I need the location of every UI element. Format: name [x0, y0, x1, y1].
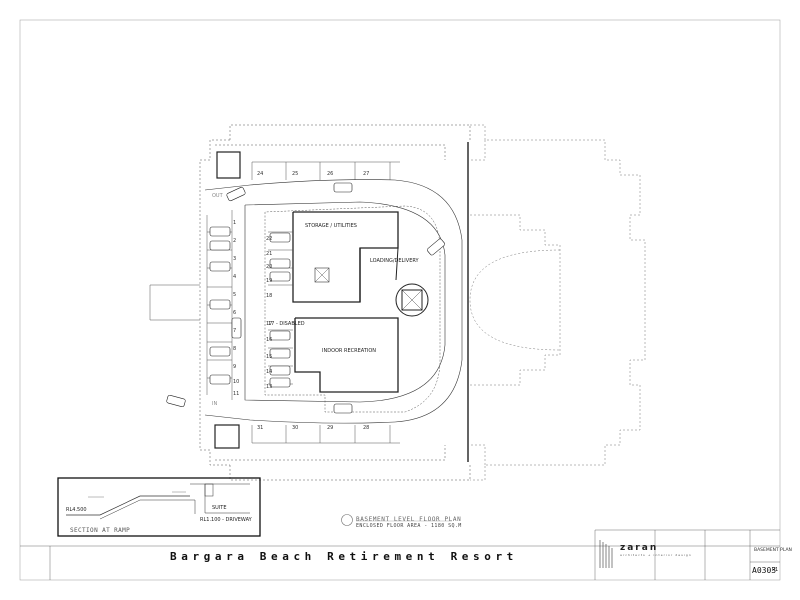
label-out: OUT — [212, 193, 223, 199]
firm-tagline: architects + interior design — [620, 553, 692, 557]
corner-stair-nw — [216, 151, 241, 179]
plan-title: BASEMENT LEVEL FLOOR PLAN — [356, 516, 462, 523]
lift-shaft — [314, 267, 330, 283]
plan-title-marker — [341, 514, 353, 526]
bay-number: 3 — [233, 256, 237, 262]
room-label-recreation: INDOOR RECREATION — [322, 348, 376, 354]
bay-number: 25 — [292, 171, 299, 177]
bay-number: 5 — [233, 292, 237, 298]
bay-number: 26 — [327, 171, 334, 177]
driveway-loop — [204, 179, 463, 424]
bay-number: 7 — [233, 328, 237, 334]
section-rl-bottom: RL1.100 - DRIVEWAY — [200, 517, 252, 523]
drawing-number: A0303 — [752, 566, 777, 575]
bay-number: 17 — [266, 321, 273, 327]
left-block-outline — [199, 124, 471, 481]
bay-number: 28 — [363, 425, 370, 431]
room-label-storage: STORAGE / UTILITIES — [305, 223, 357, 229]
plan-area: ENCLOSED FLOOR AREA - 1180 SQ.M — [356, 523, 462, 529]
bay-number: 18 — [266, 293, 273, 299]
parking-bays-top — [251, 161, 400, 180]
bay-number: 10 — [233, 379, 240, 385]
entry-stub — [149, 284, 200, 321]
cars — [166, 182, 445, 414]
recreation-room-walls — [294, 317, 399, 393]
sheet-border — [19, 19, 781, 581]
central-core — [395, 247, 429, 317]
revision-number: P1 — [772, 567, 779, 573]
room-label-disabled: 17 - DISABLED — [268, 321, 305, 327]
room-label-loading: LOADING/DELIVERY — [370, 258, 419, 264]
bay-number: 8 — [233, 346, 237, 352]
bay-number: 14 — [266, 369, 273, 375]
section-title: SECTION AT RAMP — [70, 527, 131, 534]
label-in: IN — [212, 401, 218, 407]
bay-number: 22 — [266, 236, 273, 242]
bay-number: 16 — [266, 337, 273, 343]
bay-number: 15 — [266, 354, 273, 360]
storage-room-walls — [292, 211, 399, 303]
right-block-outline — [469, 124, 646, 481]
bay-number: 2 — [233, 238, 237, 244]
project-title: Bargara Beach Retirement Resort — [170, 550, 518, 563]
title-block — [20, 529, 780, 580]
inner-wall — [264, 205, 441, 413]
firm-logo: zaran — [620, 543, 659, 553]
bay-number: 30 — [292, 425, 299, 431]
bay-number: 4 — [233, 274, 237, 280]
bay-number: 21 — [266, 251, 273, 257]
section-rl-left: RL4.500 — [66, 507, 87, 513]
section-at-ramp — [57, 477, 261, 537]
zaran-logo-mark — [599, 540, 613, 568]
bay-number: 27 — [363, 171, 370, 177]
bay-number: 13 — [266, 384, 273, 390]
parking-bays-bottom — [251, 425, 400, 444]
bay-number: 20 — [266, 264, 273, 270]
bay-number: 6 — [233, 310, 237, 316]
bay-number: 29 — [327, 425, 334, 431]
bay-number: 9 — [233, 364, 237, 370]
corner-stair-sw — [214, 424, 240, 449]
bay-number: 1 — [233, 220, 237, 226]
section-suite: SUITE — [212, 505, 227, 511]
bay-number: 31 — [257, 425, 264, 431]
bay-number: 11 — [233, 391, 240, 397]
sheet-name: BASEMENT PLAN — [754, 548, 792, 553]
bay-number: 24 — [257, 171, 264, 177]
bay-number: 19 — [266, 278, 273, 284]
